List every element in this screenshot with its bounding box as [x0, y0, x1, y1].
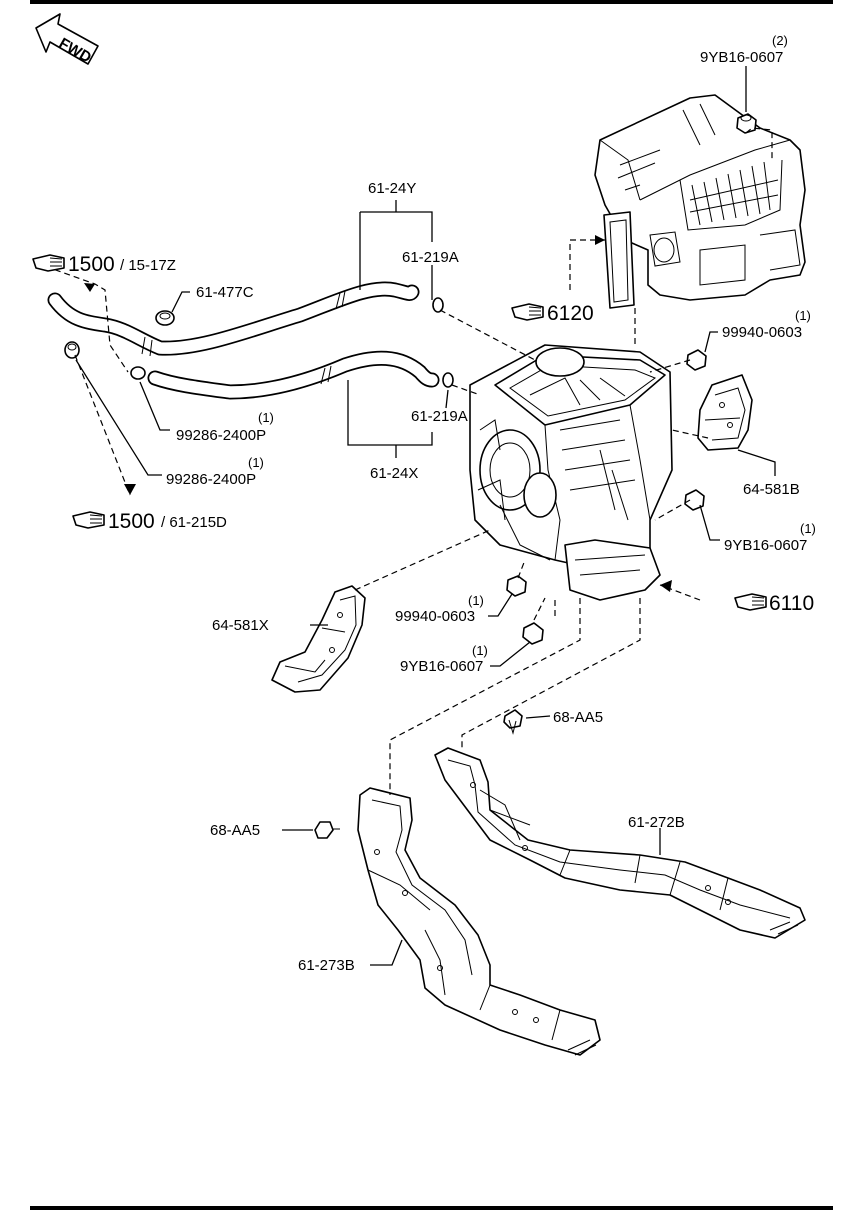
label-duct-61-273b: 61-273B [298, 957, 355, 974]
nut-bottom [522, 622, 544, 645]
label-nut-top: 9YB16-0607 [700, 49, 783, 66]
ref-1500-top-sub: / 15-17Z [120, 257, 176, 274]
clip-68-aa5-left [314, 821, 340, 839]
label-nut-right: 9YB16-0607 [724, 537, 807, 554]
label-washer-99940-bottom: 99940-0603 [395, 608, 475, 625]
label-washer-99940-top: 99940-0603 [722, 324, 802, 341]
clip-68-aa5-right [503, 709, 523, 735]
qty-clamp-99286-2: (1) [248, 455, 264, 470]
qty-clamp-99286-1: (1) [258, 410, 274, 425]
duct-64-581x [271, 585, 366, 693]
clamp-99286-1 [130, 366, 146, 380]
clamp-61-219a-bottom [442, 372, 454, 388]
ref-1500-bottom-sub: / 61-215D [161, 514, 227, 531]
qty-top-nut: (2) [772, 33, 788, 48]
blower-unit [594, 94, 806, 309]
duct-61-272b [434, 747, 806, 939]
ref-6120: 6120 [547, 302, 594, 325]
clip-61-477c [155, 310, 175, 326]
label-clamp-99286-2: 99286-2400P [166, 471, 256, 488]
arrowhead [124, 484, 136, 495]
hose-61-24x [147, 350, 440, 400]
clamp-61-219a-top [432, 297, 444, 313]
ref-6110: 6110 [769, 592, 814, 615]
qty-99940-top: (1) [795, 308, 811, 323]
label-clip-68-aa5-left: 68-AA5 [210, 822, 260, 839]
arrowhead [595, 235, 605, 245]
arrowhead [660, 580, 672, 592]
qty-99940-bottom: (1) [468, 593, 484, 608]
qty-nut-right: (1) [800, 521, 816, 536]
label-duct-64-581x: 64-581X [212, 617, 269, 634]
fwd-arrow-icon: FWD [35, 13, 99, 67]
label-duct-64-581b: 64-581B [743, 481, 800, 498]
label-clamp-61-219a-top: 61-219A [402, 249, 459, 266]
nut-top [736, 113, 757, 134]
clamp-99286-2 [64, 341, 80, 359]
label-nut-bottom: 9YB16-0607 [400, 658, 483, 675]
washer-99940-top [686, 349, 707, 371]
hand-pointer-icon [72, 511, 105, 529]
duct-64-581b [697, 374, 753, 451]
label-clamp-99286-1: 99286-2400P [176, 427, 266, 444]
label-clamp-61-219a-bottom: 61-219A [411, 408, 468, 425]
label-hose-61-24y: 61-24Y [368, 180, 416, 197]
hose-61-24y [47, 281, 420, 357]
hand-pointer-icon [511, 303, 544, 321]
ref-1500-top-number: 1500 [68, 253, 115, 276]
ref-1500-bottom-number: 1500 [108, 510, 155, 533]
heater-unit [469, 344, 673, 601]
label-duct-61-272b: 61-272B [628, 814, 685, 831]
duct-61-273b [357, 787, 601, 1056]
label-clip-68-aa5-right: 68-AA5 [553, 709, 603, 726]
dashed-assembly-lines [35, 239, 709, 795]
label-clip-61-477c: 61-477C [196, 284, 254, 301]
washer-99940-bottom [506, 575, 527, 597]
nut-top-dashed [745, 127, 773, 160]
label-hose-61-24x: 61-24X [370, 465, 418, 482]
hand-pointer-icon [32, 254, 65, 272]
qty-nut-bottom: (1) [472, 643, 488, 658]
leader-lines [75, 200, 776, 966]
arrowhead [84, 283, 95, 292]
nut-right [684, 489, 705, 511]
hand-pointer-icon [734, 593, 767, 611]
